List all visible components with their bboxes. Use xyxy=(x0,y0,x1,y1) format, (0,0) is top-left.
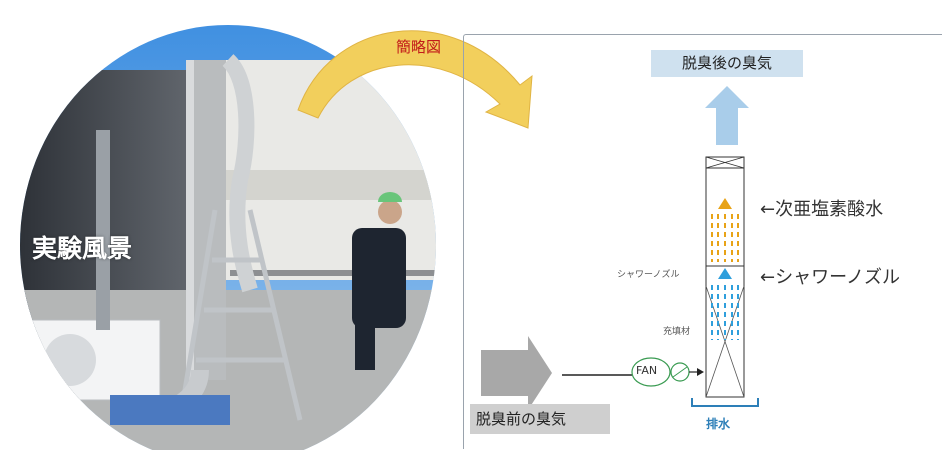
chemical-nozzle-icon xyxy=(718,198,732,209)
experiment-photo: 実験風景 xyxy=(0,0,470,450)
drain-label: 排水 xyxy=(706,417,731,431)
inlet-arrow xyxy=(481,336,552,410)
diagram-panel xyxy=(463,34,942,449)
drain-tray xyxy=(691,398,759,407)
inlet-odor-label: 脱臭前の臭気 xyxy=(470,404,610,434)
hypochlorous-acid-label: ←次亜塩素酸水 xyxy=(760,199,884,220)
water-drips xyxy=(711,285,739,340)
simplified-diagram-label: 簡略図 xyxy=(396,38,442,56)
photo-caption: 実験風景 xyxy=(32,234,133,263)
shower-nozzle-icon xyxy=(718,268,732,279)
fan-icon xyxy=(631,357,671,387)
fan-to-tower-arrowhead xyxy=(697,368,704,376)
outlet-odor-label: 脱臭後の臭気 xyxy=(651,50,803,77)
chemical-drips xyxy=(711,214,739,262)
shower-nozzle-label: ←シャワーノズル xyxy=(760,267,901,288)
shower-nozzle-small-label: シャワーノズル xyxy=(617,270,680,280)
outlet-arrow xyxy=(705,86,749,145)
fan-label: FAN xyxy=(636,364,658,377)
packing-material-label: 充填材 xyxy=(663,327,691,337)
curved-arrow xyxy=(297,30,533,129)
photo-illustration xyxy=(20,25,436,450)
